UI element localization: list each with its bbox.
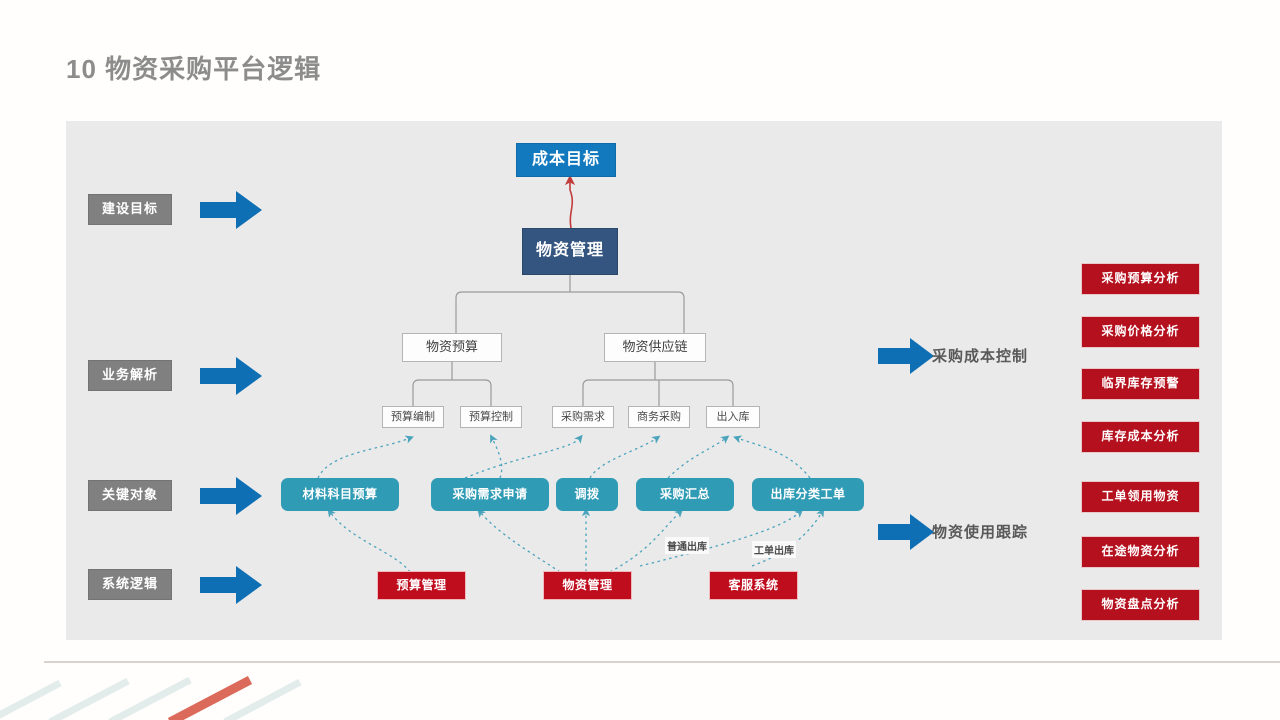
stage-arrow-1 <box>200 357 262 395</box>
analysis-card-6[interactable]: 物资盘点分析 <box>1081 589 1200 621</box>
system-box-0[interactable]: 预算管理 <box>377 571 466 600</box>
node-level3-4[interactable]: 出入库 <box>706 406 760 428</box>
node-level3-2[interactable]: 采购需求 <box>552 406 614 428</box>
node-level2-0[interactable]: 物资预算 <box>402 333 502 362</box>
analysis-card-1[interactable]: 采购价格分析 <box>1081 316 1200 348</box>
stage-label-0[interactable]: 建设目标 <box>88 194 172 225</box>
key-object-3[interactable]: 采购汇总 <box>636 478 734 511</box>
outcome-label-0: 采购成本控制 <box>932 348 1029 365</box>
node-level3-3[interactable]: 商务采购 <box>628 406 690 428</box>
key-object-2[interactable]: 调拨 <box>556 478 618 511</box>
footer-rule <box>44 661 1280 663</box>
outcome-label-1: 物资使用跟踪 <box>932 524 1029 541</box>
key-object-4[interactable]: 出库分类工单 <box>752 478 864 511</box>
stage-label-3[interactable]: 系统逻辑 <box>88 569 172 600</box>
node-level3-1[interactable]: 预算控制 <box>460 406 522 428</box>
analysis-card-3[interactable]: 库存成本分析 <box>1081 421 1200 453</box>
stage-arrow-0 <box>200 191 262 229</box>
key-object-0[interactable]: 材料科目预算 <box>281 478 399 511</box>
stage-label-2[interactable]: 关键对象 <box>88 480 172 511</box>
node-cost-goal[interactable]: 成本目标 <box>516 143 616 177</box>
outcome-arrow-0 <box>878 338 934 374</box>
node-level3-0[interactable]: 预算编制 <box>382 406 444 428</box>
analysis-card-0[interactable]: 采购预算分析 <box>1081 263 1200 295</box>
node-material-management[interactable]: 物资管理 <box>522 228 618 275</box>
stage-arrow-2 <box>200 477 262 515</box>
stage-label-1[interactable]: 业务解析 <box>88 360 172 391</box>
node-level2-1[interactable]: 物资供应链 <box>604 333 706 362</box>
analysis-card-5[interactable]: 在途物资分析 <box>1081 536 1200 568</box>
edge-label-normal-outbound: 普通出库 <box>665 537 709 554</box>
outcome-arrow-1 <box>878 514 934 550</box>
system-box-2[interactable]: 客服系统 <box>709 571 798 600</box>
analysis-card-2[interactable]: 临界库存预警 <box>1081 368 1200 400</box>
page-title: 10 物资采购平台逻辑 <box>66 54 322 84</box>
edge-label-workorder-outbound: 工单出库 <box>752 541 796 558</box>
system-box-1[interactable]: 物资管理 <box>543 571 632 600</box>
key-object-1[interactable]: 采购需求申请 <box>431 478 549 511</box>
stage-arrow-3 <box>200 566 262 604</box>
analysis-card-4[interactable]: 工单领用物资 <box>1081 481 1200 513</box>
